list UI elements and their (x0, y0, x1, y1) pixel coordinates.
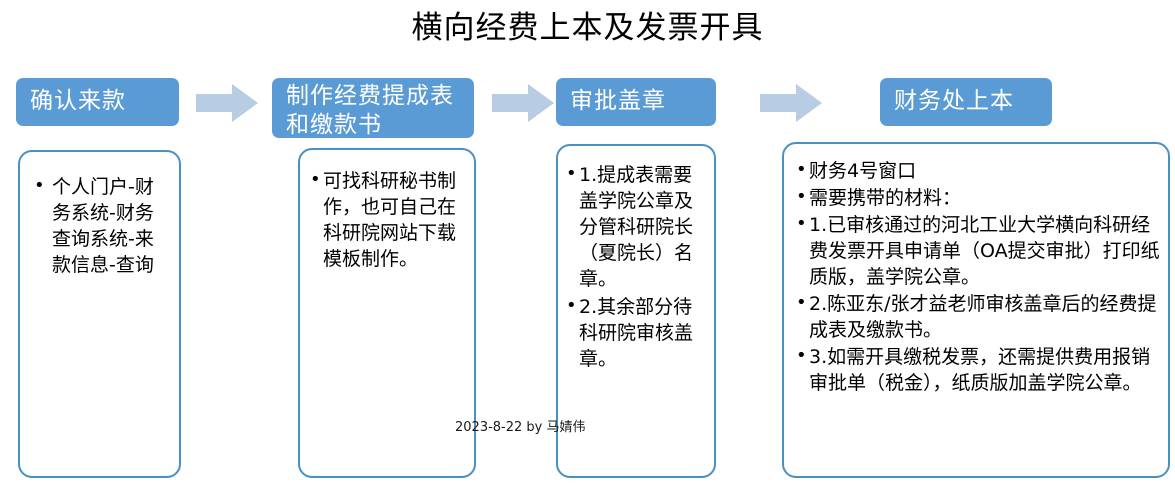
list-item: 个人门户-财务系统-财务查询系统-来款信息-查询 (30, 173, 171, 278)
arrow-step1-to-step2-icon (196, 84, 258, 122)
list-item: 2.陈亚东/张才益老师审核盖章后的经费提成表及缴款书。 (794, 290, 1160, 343)
step-body-finance-office: 财务4号窗口 需要携带的材料： 1.已审核通过的河北工业大学横向科研经费发票开具… (782, 142, 1170, 478)
arrow-shaft (760, 94, 798, 112)
list-item: 3.如需开具缴税发票，还需提供费用报销审批单（税金），纸质版加盖学院公章。 (794, 343, 1160, 396)
bullet-list: 1.提成表需要盖学院公章及分管科研院长（夏院长）名章。 2.其余部分待科研院审核… (564, 161, 710, 372)
list-item: 2.其余部分待科研院审核盖章。 (564, 293, 710, 372)
list-item: 1.已审核通过的河北工业大学横向科研经费发票开具申请单（OA提交审批）打印纸质版… (794, 211, 1160, 290)
arrow-head (232, 84, 258, 122)
list-item: 1.提成表需要盖学院公章及分管科研院长（夏院长）名章。 (564, 161, 710, 292)
step-body-confirm-payment: 个人门户-财务系统-财务查询系统-来款信息-查询 (18, 150, 181, 478)
list-item: 需要携带的材料： (794, 184, 1160, 211)
list-item: 财务4号窗口 (794, 157, 1160, 184)
step-body-prepare-forms: 可找科研秘书制作，也可自己在科研院网站下载模板制作。 (298, 148, 476, 478)
list-item: 可找科研秘书制作，也可自己在科研院网站下载模板制作。 (308, 167, 468, 272)
step-header-finance-office[interactable]: 财务处上本 (880, 78, 1052, 126)
step-header-approval-stamp[interactable]: 审批盖章 (556, 78, 716, 126)
footer-credit: 2023-8-22 by 马婧伟 (455, 420, 586, 435)
arrow-head (796, 84, 822, 122)
arrow-step2-to-step3-icon (492, 84, 554, 122)
bullet-list: 个人门户-财务系统-财务查询系统-来款信息-查询 (30, 173, 171, 278)
step-body-approval-stamp: 1.提成表需要盖学院公章及分管科研院长（夏院长）名章。 2.其余部分待科研院审核… (556, 144, 716, 478)
arrow-shaft (492, 94, 530, 112)
page-title: 横向经费上本及发票开具 (411, 10, 764, 46)
arrow-shaft (196, 94, 234, 112)
bullet-list: 财务4号窗口 需要携带的材料： 1.已审核通过的河北工业大学横向科研经费发票开具… (794, 157, 1160, 396)
bullet-list: 可找科研秘书制作，也可自己在科研院网站下载模板制作。 (308, 167, 468, 272)
arrow-step3-to-step4-icon (760, 84, 822, 122)
step-header-prepare-forms[interactable]: 制作经费提成表和缴款书 (272, 78, 474, 138)
arrow-head (528, 84, 554, 122)
step-header-confirm-payment[interactable]: 确认来款 (16, 78, 179, 126)
